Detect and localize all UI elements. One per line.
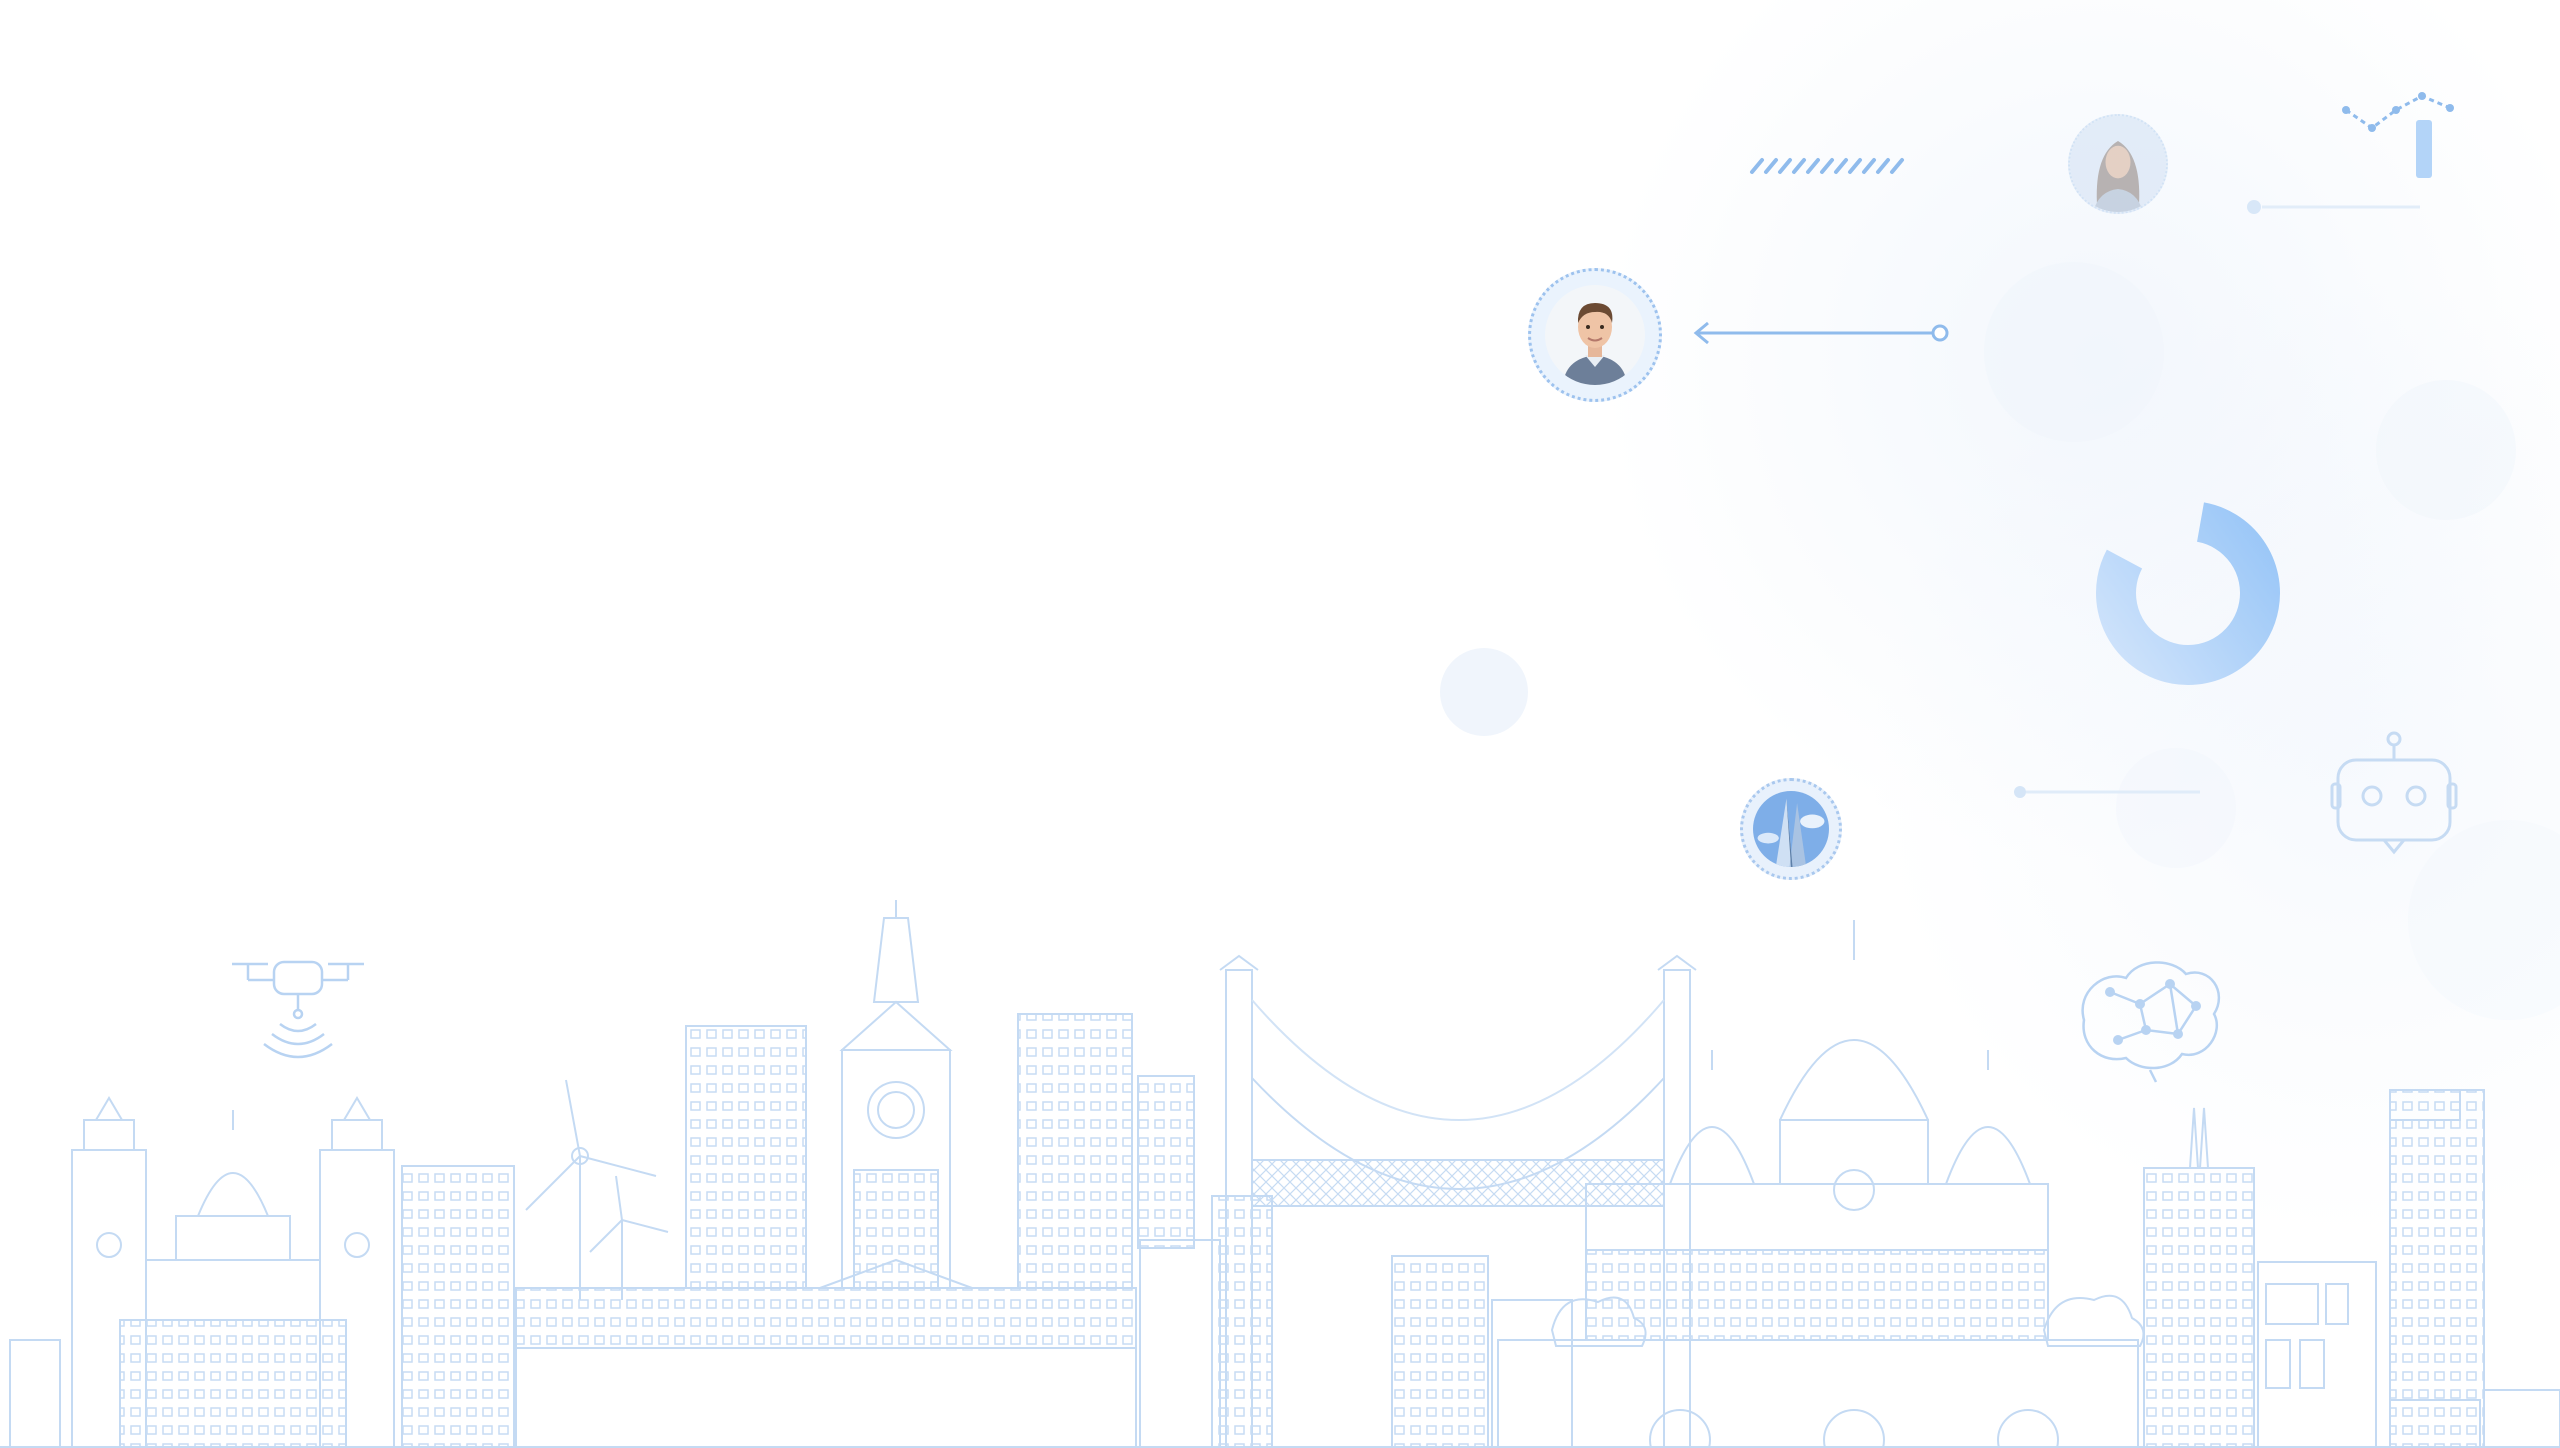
brain-network-icon (2081, 961, 2221, 1083)
skyline (0, 900, 2560, 1448)
robot-connector (2014, 786, 2200, 798)
woman-portrait-icon (2070, 116, 2166, 212)
hatch-decoration (1750, 158, 1904, 174)
building-photo-icon (1753, 791, 1829, 867)
bar-icon (2416, 120, 2432, 178)
trend-dots (2342, 92, 2454, 132)
drone-icon (232, 960, 364, 1059)
faint-connector (2247, 200, 2420, 214)
avatar-building (1740, 778, 1842, 880)
man-portrait-icon (1545, 285, 1645, 385)
connector-arrow (1693, 321, 1949, 345)
trend-line-icon (2345, 94, 2451, 130)
soft-circles (1440, 262, 2560, 1020)
avatar-man (1528, 268, 1662, 402)
donut-chart-icon (2096, 501, 2280, 685)
avatar-woman (2068, 114, 2168, 214)
robot-head-icon (2330, 731, 2458, 855)
brain-nodes (2105, 979, 2201, 1045)
